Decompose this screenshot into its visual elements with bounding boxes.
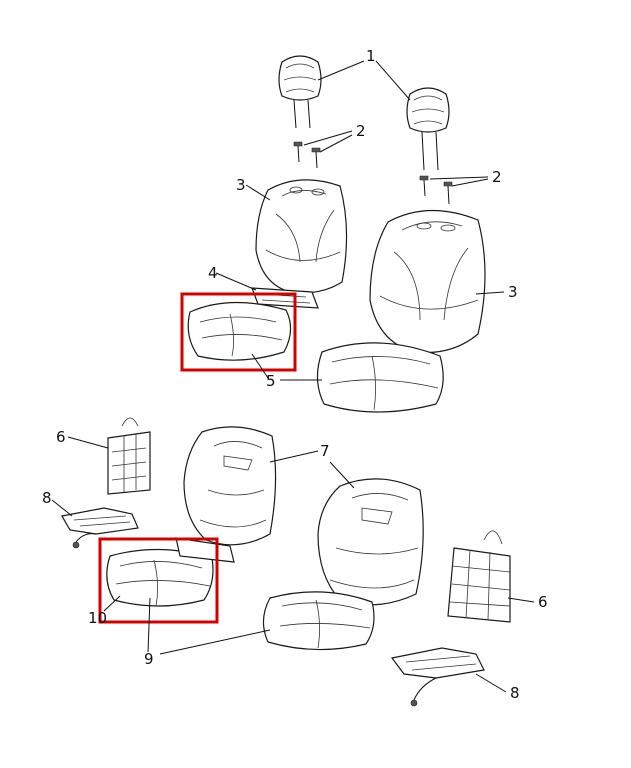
callout-5: 5	[266, 372, 276, 390]
leader-lines	[51, 60, 535, 693]
heater-mat-left	[61, 507, 139, 549]
seatback-foam-right	[317, 478, 424, 606]
seatback-cover-left	[255, 179, 348, 294]
seatback-foam-left	[183, 426, 277, 546]
part-10-cushion-pad	[106, 537, 235, 607]
callout-2-left: 2	[356, 122, 366, 140]
highlight-box-part-10	[98, 537, 219, 624]
callout-9: 9	[144, 650, 154, 668]
highlight-box-part-5	[180, 292, 297, 372]
guide-sleeves-right	[419, 175, 453, 205]
callout-7: 7	[320, 442, 330, 460]
callout-6-left: 6	[56, 428, 66, 446]
callout-2-right: 2	[492, 168, 502, 186]
callout-1: 1	[366, 47, 376, 65]
headrest-right	[406, 87, 450, 171]
seat-cushion-cover-right	[316, 342, 444, 413]
part-5-seat-cushion	[187, 301, 292, 361]
heater-mat-right	[390, 647, 485, 707]
seat-cushion-foam-right	[262, 591, 375, 651]
guide-sleeves-left	[293, 141, 321, 169]
seatback-panel-right	[447, 530, 511, 623]
seatback-cover-right	[369, 209, 486, 354]
callout-8-left: 8	[42, 489, 52, 507]
seatback-panel-left	[107, 417, 151, 495]
headrest-left	[278, 55, 322, 129]
callout-8-right: 8	[510, 684, 520, 702]
callout-3-right: 3	[508, 283, 518, 301]
callout-10: 10	[88, 609, 107, 627]
callout-3-left: 3	[236, 176, 246, 194]
callout-6-right: 6	[538, 593, 548, 611]
callout-4: 4	[208, 264, 218, 282]
callout-labels: 1 2 2 3 3 4 5 6 6 7 8 8 9 10	[42, 47, 548, 702]
